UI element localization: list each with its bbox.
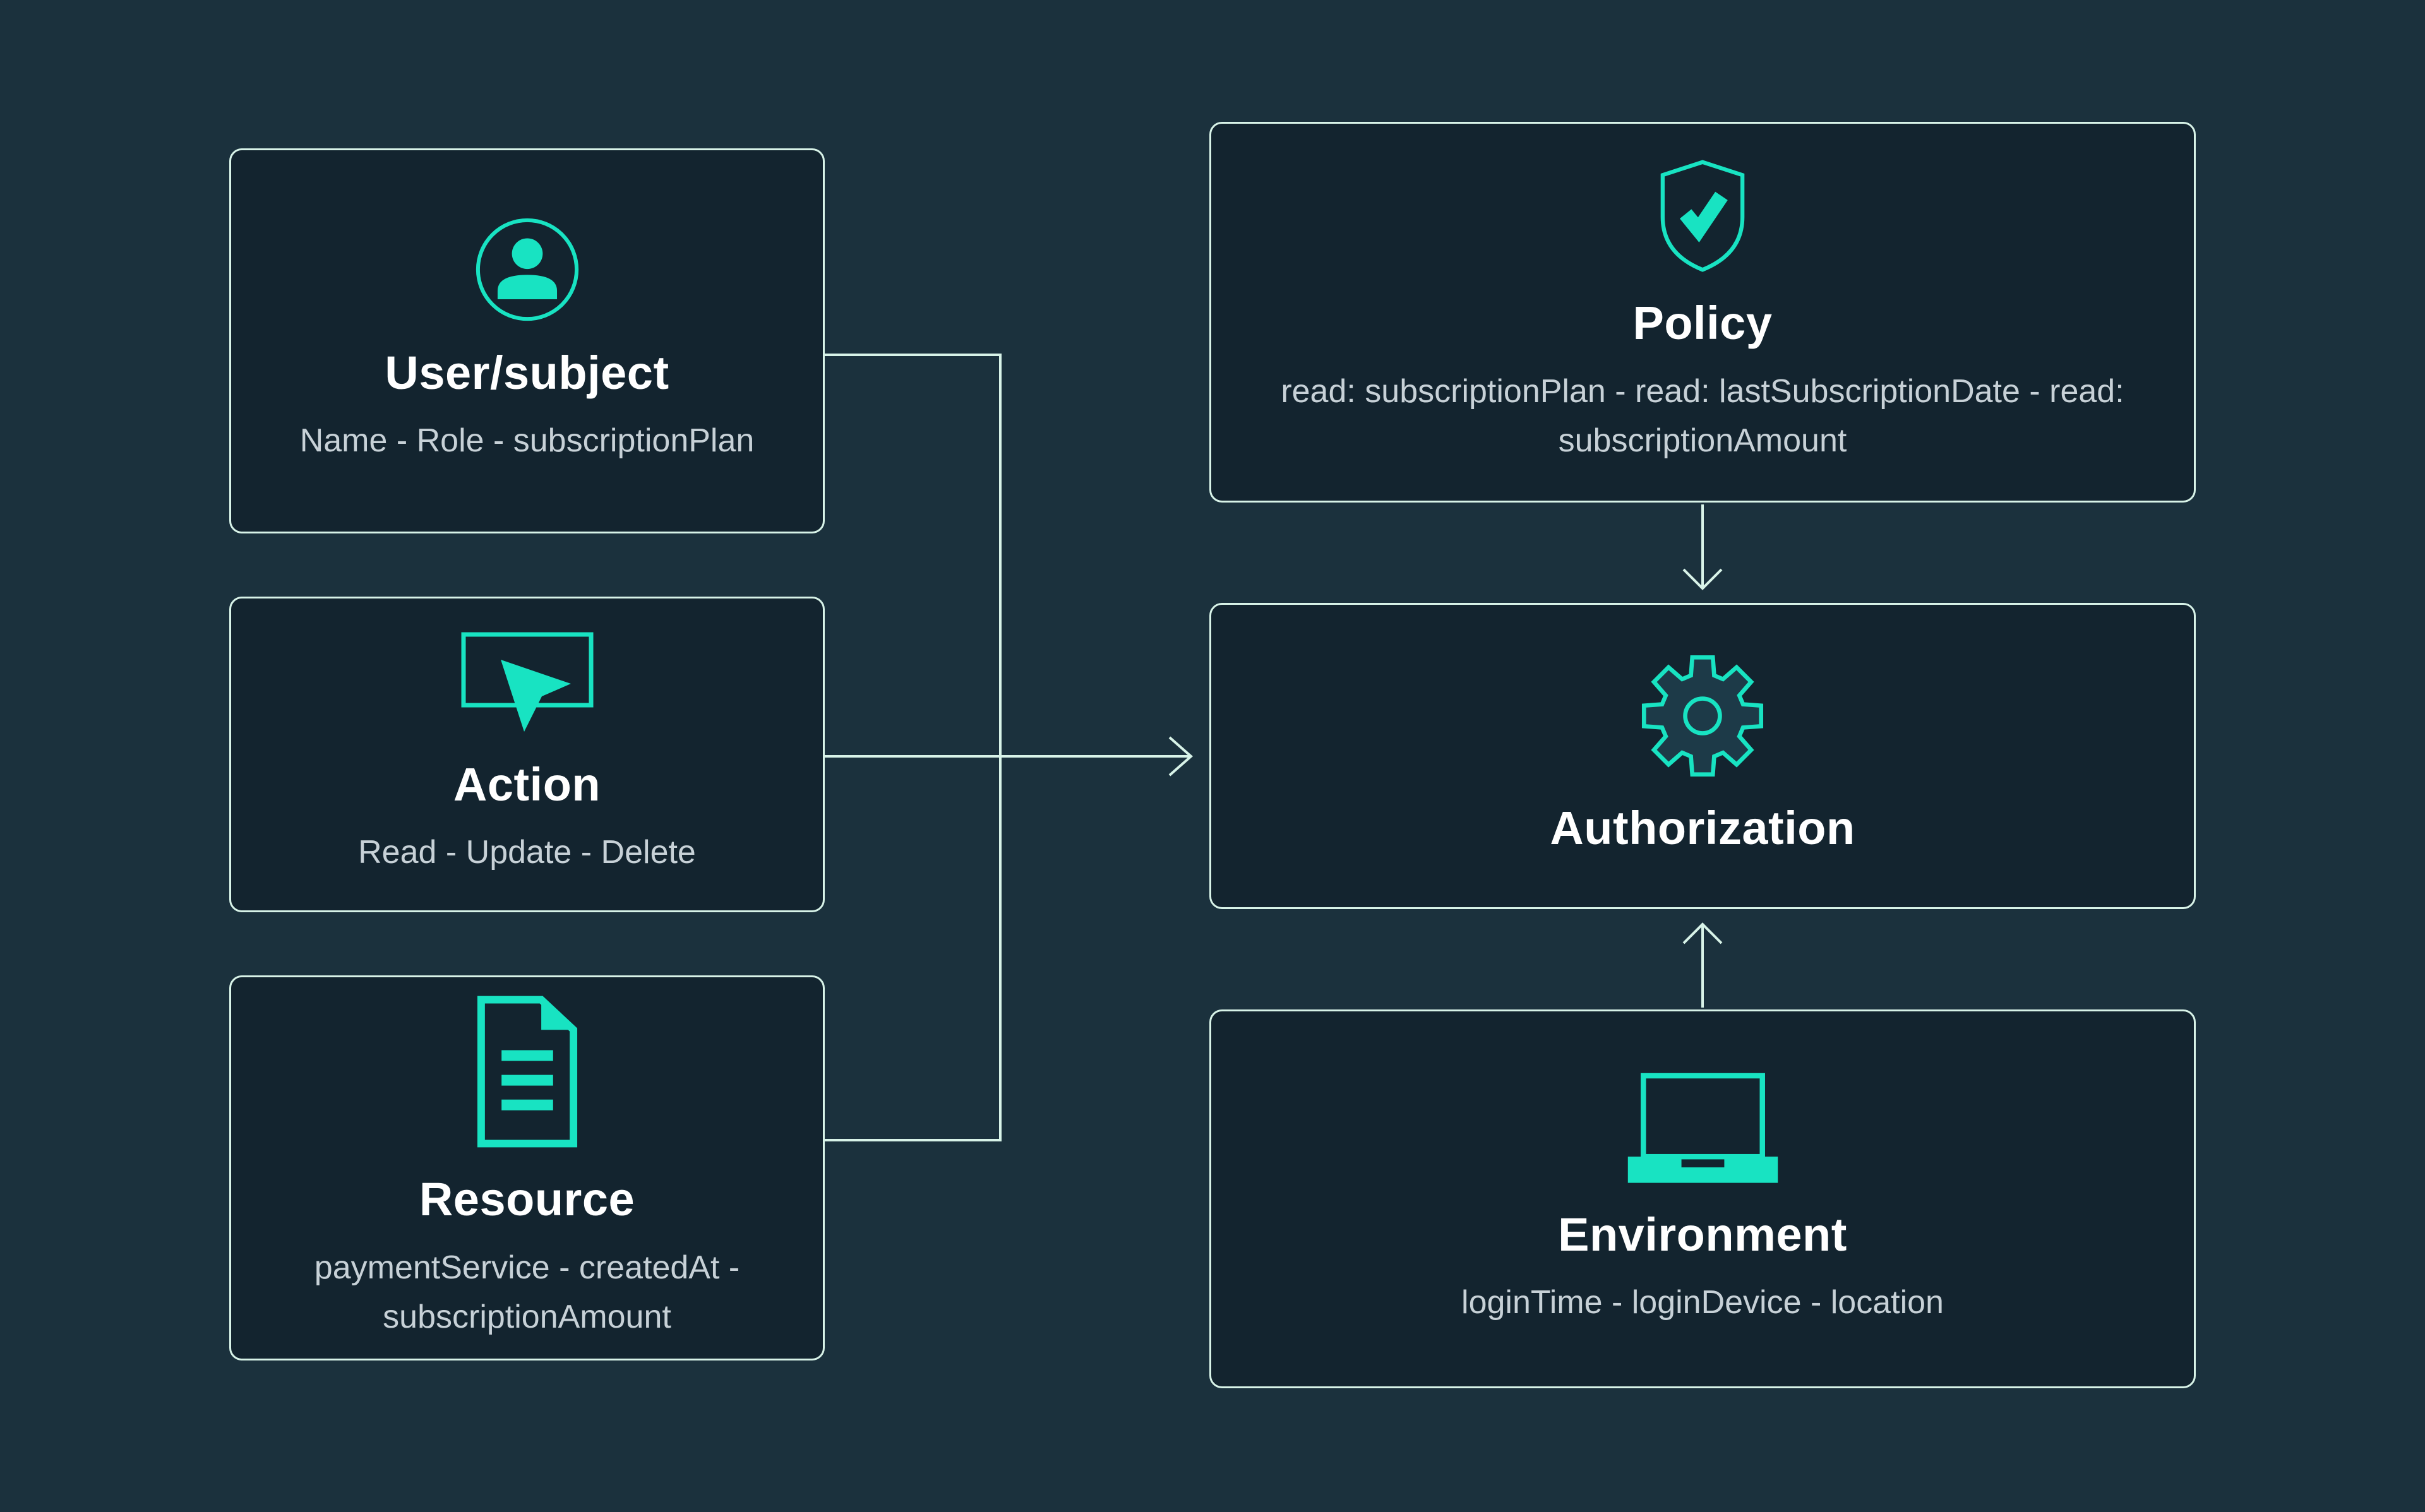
- gear-icon: [1641, 655, 1764, 777]
- node-title: Resource: [419, 1173, 635, 1226]
- laptop-icon: [1627, 1073, 1778, 1183]
- node-environment: Environment loginTime - loginDevice - lo…: [1209, 1009, 2196, 1388]
- node-action: Action Read - Update - Delete: [229, 597, 825, 912]
- document-icon: [477, 996, 577, 1148]
- node-title: User/subject: [385, 346, 669, 399]
- cursor-icon: [461, 632, 593, 732]
- node-title: Action: [453, 758, 601, 811]
- node-subtitle: Name - Role - subscriptionPlan: [299, 422, 755, 460]
- node-authorization: Authorization: [1209, 603, 2196, 909]
- node-subtitle: read: subscriptionPlan - read: lastSubsc…: [1281, 372, 2124, 459]
- arrowhead-down-icon: [1682, 568, 1723, 590]
- shield-check-icon: [1660, 160, 1745, 272]
- node-title: Environment: [1558, 1208, 1847, 1261]
- node-user-subject: User/subject Name - Role - subscriptionP…: [229, 148, 825, 533]
- node-subtitle: Read - Update - Delete: [358, 834, 696, 871]
- node-title: Policy: [1632, 297, 1773, 350]
- user-icon: [476, 218, 578, 321]
- arrowhead-right-icon: [1168, 736, 1194, 777]
- arrowhead-up-icon: [1682, 922, 1723, 944]
- node-title: Authorization: [1550, 802, 1855, 855]
- node-resource: Resource paymentService - createdAt - su…: [229, 975, 825, 1360]
- node-subtitle: paymentService - createdAt - subscriptio…: [314, 1249, 740, 1335]
- node-policy: Policy read: subscriptionPlan - read: la…: [1209, 122, 2196, 503]
- node-subtitle: loginTime - loginDevice - location: [1461, 1284, 1944, 1321]
